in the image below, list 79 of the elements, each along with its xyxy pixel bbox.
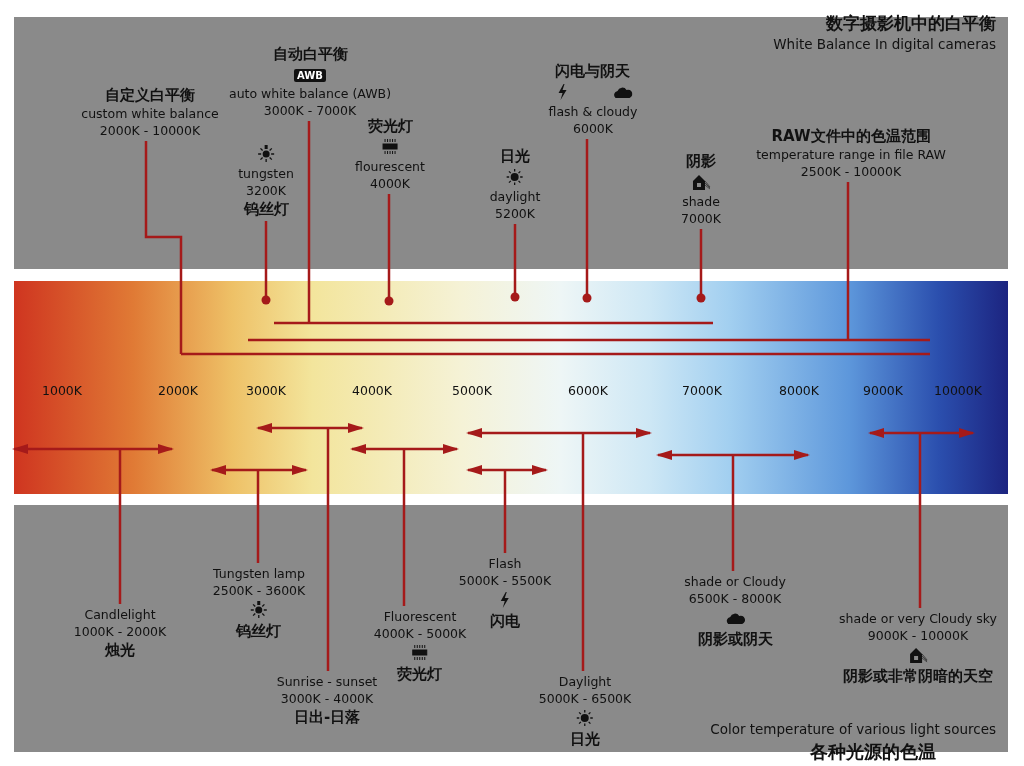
english-label: 5000K - 6500K [538, 690, 632, 707]
leader-line [918, 433, 922, 608]
tick-label: 1000K [42, 383, 82, 398]
chinese-label: 阴影 [685, 151, 717, 171]
chinese-label: 自动白平衡 [271, 44, 349, 64]
english-label: Fluorescent [382, 608, 458, 625]
english-label: 4000K - 5000K [373, 625, 467, 642]
english-label: temperature range in file RAW [756, 146, 946, 163]
tick-label: 8000K [779, 383, 819, 398]
chinese-label: 日出-日落 [292, 707, 362, 727]
chinese-label: 钨丝灯 [234, 621, 283, 641]
english-label: Tungsten lamp [212, 565, 306, 582]
awb-badge: AWB [294, 69, 326, 82]
english-label: Sunrise - sunset [276, 673, 378, 690]
caption: Color temperature of various light sources [710, 721, 996, 737]
leader-line [402, 449, 406, 606]
leader-line [261, 221, 271, 305]
subtitle: White Balance In digital cameras [773, 36, 996, 52]
tick-label: 3000K [246, 383, 286, 398]
english-label: 4000K [369, 175, 411, 192]
leader-line [118, 449, 122, 604]
leader-line [581, 433, 585, 671]
leader-line [307, 121, 311, 323]
chinese-label: 日光 [569, 729, 601, 749]
english-label: 3200K [245, 182, 287, 199]
english-label: 3000K - 4000K [279, 690, 375, 707]
english-label: 7000K [681, 210, 721, 227]
leader-line [326, 428, 330, 671]
english-label: shade or very Cloudy sky [839, 610, 997, 627]
english-label: 1000K - 2000K [73, 623, 167, 640]
chinese-label: 钨丝灯 [242, 199, 290, 219]
english-label: 2500K - 3600K [212, 582, 306, 599]
chinese-label: 阴影或阴天 [696, 629, 774, 649]
english-label: shade or Cloudy [684, 573, 786, 590]
tick-label: 2000K [158, 383, 198, 398]
chinese-label: 闪电 [489, 611, 521, 631]
chinese-label: 荧光灯 [396, 664, 444, 684]
leader-line [731, 455, 735, 571]
leader-line [144, 141, 183, 354]
english-label: 2000K - 10000K [98, 122, 202, 139]
english-label: 6000K [572, 120, 614, 137]
chinese-label: 烛光 [104, 640, 136, 660]
english-label: flourescent [355, 158, 425, 175]
english-label: 5000K - 5500K [458, 572, 552, 589]
tick-label: 10000K [934, 383, 982, 398]
english-label: flash & cloudy [548, 103, 638, 120]
english-label: 9000K - 10000K [866, 627, 970, 644]
english-label: auto white balance (AWB) [229, 85, 391, 102]
leader-line [384, 194, 394, 306]
english-label: shade [681, 193, 721, 210]
english-label: 6500K - 8000K [687, 590, 783, 607]
leader-line [503, 470, 507, 553]
english-label: custom white balance [81, 105, 219, 122]
tick-label: 7000K [682, 383, 722, 398]
chinese-label: 日光 [499, 146, 531, 166]
english-label: Flash [487, 555, 523, 572]
english-label: Candlelight [83, 606, 157, 623]
caption: 各种光源的色温 [810, 740, 936, 764]
tick-label: 9000K [863, 383, 903, 398]
tick-label: 6000K [568, 383, 608, 398]
english-label: 2500K - 10000K [799, 163, 903, 180]
english-label: 3000K - 7000K [262, 102, 358, 119]
english-label: 5200K [494, 205, 536, 222]
chinese-label: 荧光灯 [366, 116, 414, 136]
chinese-label: 闪电与阴天 [554, 61, 632, 81]
leader-line [582, 139, 592, 303]
leader-line [696, 229, 706, 303]
leader-line [510, 224, 520, 302]
leader-line [846, 182, 850, 340]
chinese-label: RAW文件中的色温范围 [770, 126, 932, 146]
chinese-label: 阴影或非常阴暗的天空 [842, 666, 994, 686]
leader-line [256, 470, 260, 563]
tick-label: 4000K [352, 383, 392, 398]
tick-label: 5000K [452, 383, 492, 398]
english-label: daylight [489, 188, 541, 205]
title: 数字摄影机中的白平衡 [826, 12, 996, 35]
chinese-label: 自定义白平衡 [104, 85, 196, 105]
english-label: Daylight [557, 673, 613, 690]
english-label: tungsten [238, 165, 294, 182]
